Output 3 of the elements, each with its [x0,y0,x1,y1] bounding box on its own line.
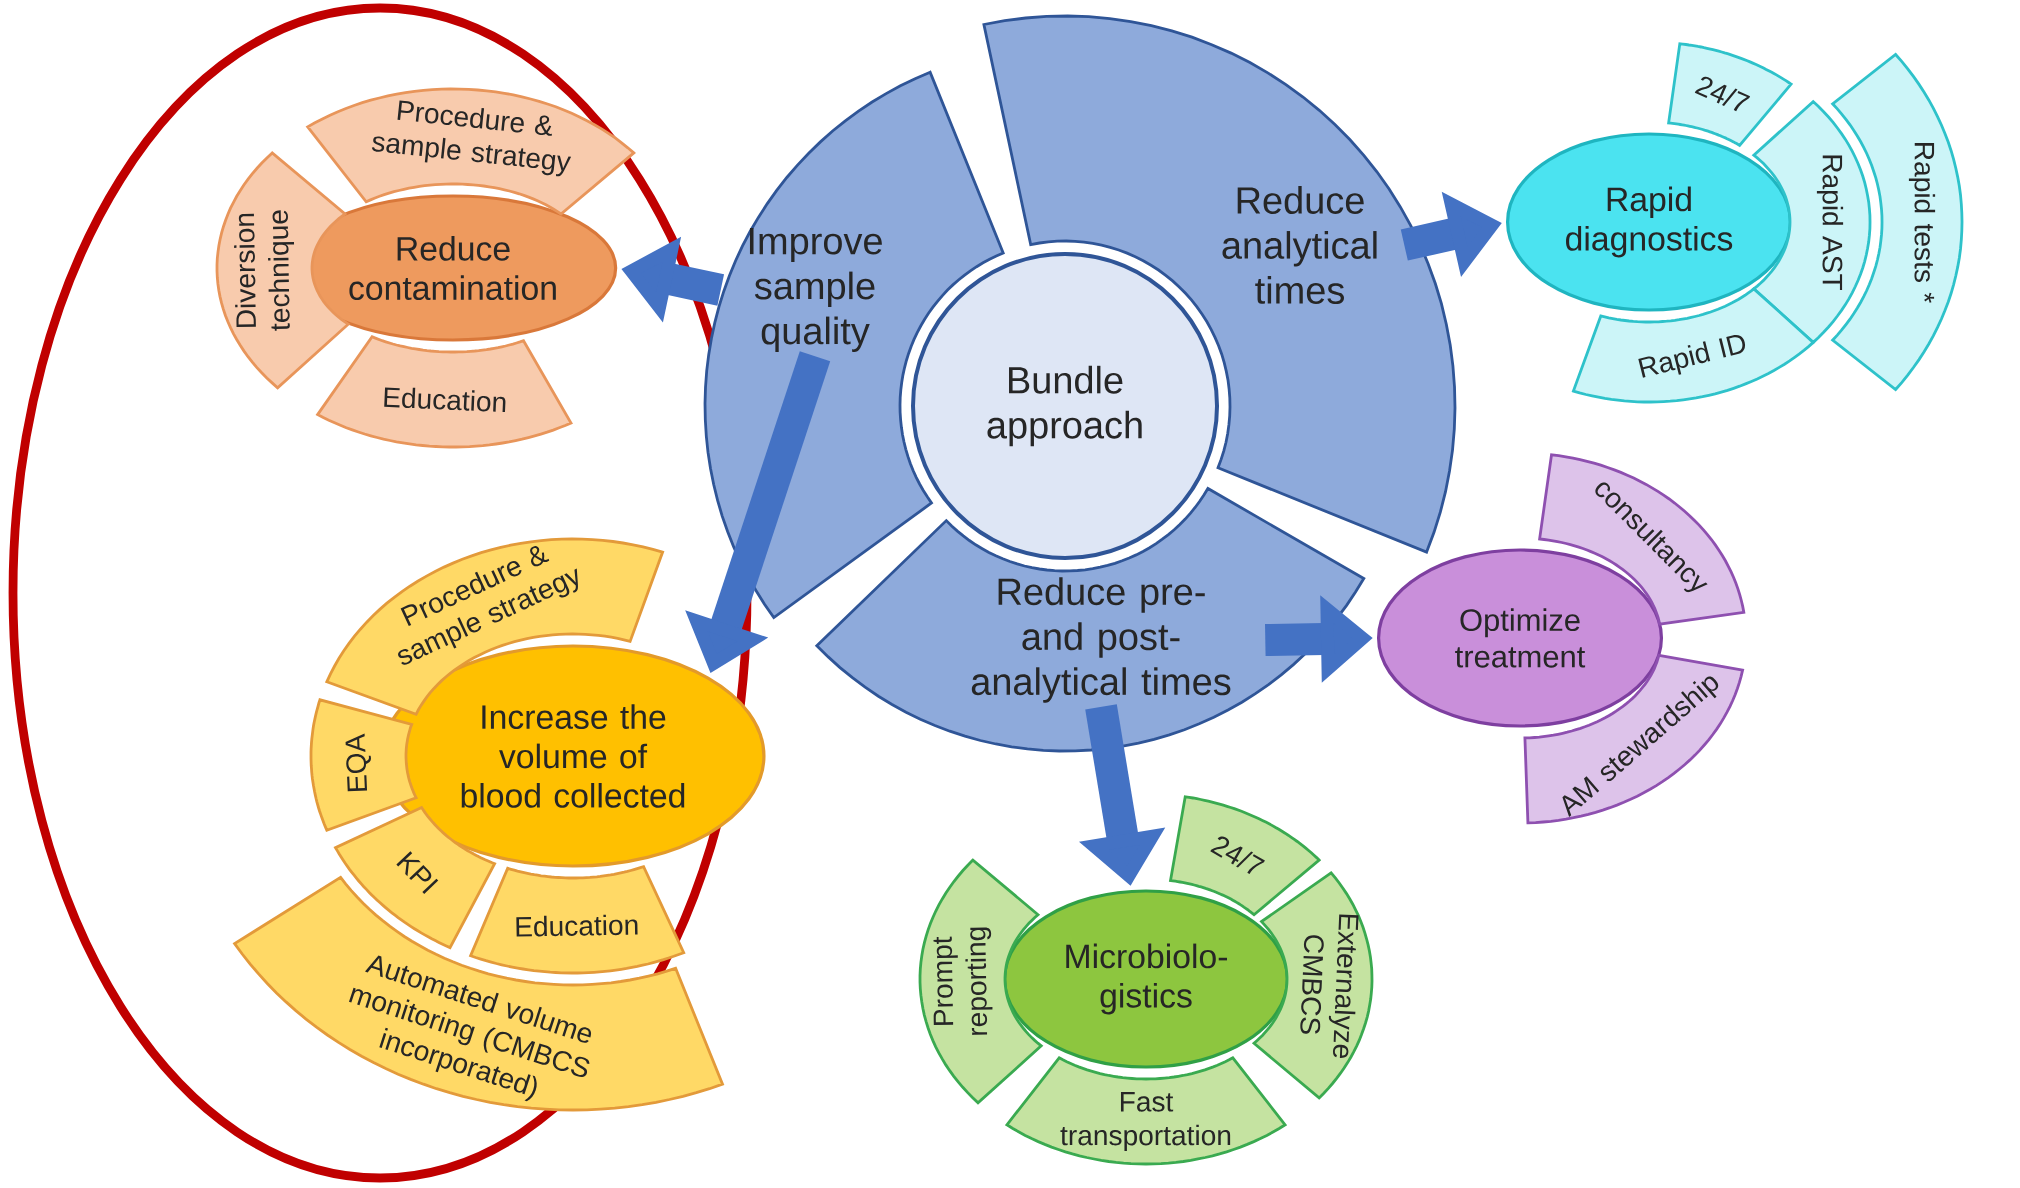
ring-segment: Prompt reporting [918,858,1044,1105]
ring-segment: Procedure & sample strategy [305,87,636,216]
ring-segment: EQA [309,698,419,832]
